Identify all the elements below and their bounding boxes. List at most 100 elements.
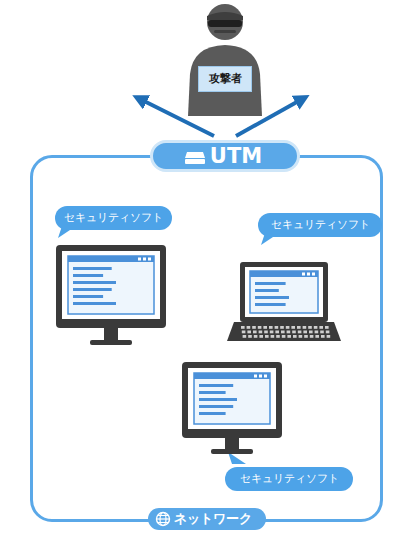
screen-detail xyxy=(194,373,270,379)
screen-detail xyxy=(247,331,251,334)
screen-detail xyxy=(241,326,245,329)
screen-detail xyxy=(287,335,291,338)
screen-detail xyxy=(282,335,286,338)
deflect-arrows xyxy=(138,98,304,136)
software-callout: セキュリティソフト xyxy=(55,206,172,230)
screen-detail xyxy=(148,258,151,261)
screen-detail xyxy=(286,326,290,329)
screen-detail xyxy=(263,326,267,329)
screen-detail xyxy=(310,335,314,338)
screen-detail xyxy=(314,326,318,329)
screen-detail xyxy=(73,302,116,305)
screen-detail xyxy=(255,289,279,292)
screen-detail xyxy=(247,326,251,329)
screen-detail xyxy=(275,326,279,329)
screen-detail xyxy=(73,267,112,270)
node-text: セキュリティソフト xyxy=(240,467,339,491)
screen-detail xyxy=(250,271,318,313)
screen-detail xyxy=(315,335,319,338)
node-text: セキュリティソフト xyxy=(64,206,163,230)
screen-detail xyxy=(248,335,252,338)
screen-detail xyxy=(292,331,296,334)
screen-detail xyxy=(199,405,233,408)
screen-detail xyxy=(259,335,263,338)
screen-detail xyxy=(199,398,237,401)
laptop-pc xyxy=(227,262,341,341)
screen-detail xyxy=(254,335,258,338)
screen-detail xyxy=(276,335,280,338)
screen-detail xyxy=(303,326,307,329)
screen-detail xyxy=(243,335,247,338)
screen-detail xyxy=(271,335,275,338)
node-text: セキュリティソフト xyxy=(271,213,370,237)
node-text: ネットワーク xyxy=(174,508,252,530)
screen-detail xyxy=(281,331,285,334)
screen-detail xyxy=(321,335,325,338)
node-text: 攻撃者 xyxy=(209,67,242,91)
screen-detail xyxy=(252,326,256,329)
software-callout: セキュリティソフト xyxy=(258,213,382,237)
screen-detail xyxy=(325,326,329,329)
screen-detail xyxy=(138,258,141,261)
screen-detail xyxy=(319,326,323,329)
attacker-figure xyxy=(188,4,262,116)
screen-detail xyxy=(242,331,246,334)
software-callout: セキュリティソフト xyxy=(225,467,353,491)
screen-detail xyxy=(320,331,324,334)
screen-detail xyxy=(253,331,257,334)
screen-detail xyxy=(73,295,103,298)
screen-detail xyxy=(255,282,286,285)
screen-detail xyxy=(280,326,284,329)
screen-detail xyxy=(250,271,318,277)
globe-icon xyxy=(155,511,171,527)
screen-detail xyxy=(302,273,305,276)
screen-detail xyxy=(291,326,295,329)
node-text: UTM xyxy=(210,143,262,169)
screen-detail xyxy=(293,335,297,338)
screen-detail xyxy=(255,296,289,299)
bubble-tails xyxy=(58,226,279,464)
screen-detail xyxy=(259,375,262,378)
screen-detail xyxy=(297,326,301,329)
screen-detail xyxy=(143,258,146,261)
screen-detail xyxy=(298,331,302,334)
screen-detail xyxy=(73,288,112,291)
screen-detail xyxy=(68,256,154,314)
screen-detail xyxy=(194,373,270,424)
screen-detail xyxy=(287,331,291,334)
screen-detail xyxy=(308,326,312,329)
screen-detail xyxy=(199,384,233,387)
screen-detail xyxy=(259,331,263,334)
screen-detail xyxy=(304,335,308,338)
screen-detail xyxy=(73,274,103,277)
screen-detail xyxy=(309,331,313,334)
screen-detail xyxy=(312,273,315,276)
screen-detail xyxy=(68,256,154,262)
screen-detail xyxy=(326,331,330,334)
desktop-pc xyxy=(182,362,282,454)
utm-band: UTM xyxy=(150,140,300,172)
screen-detail xyxy=(303,331,307,334)
screen-detail xyxy=(275,331,279,334)
screen-detail xyxy=(258,326,262,329)
screen-detail xyxy=(270,331,274,334)
screen-detail xyxy=(265,335,269,338)
network-label-pill: ネットワーク xyxy=(148,508,266,530)
screen-detail xyxy=(199,391,226,394)
screen-detail xyxy=(254,375,257,378)
appliance-icon xyxy=(184,150,206,166)
network-region: ネットワークセキュリティソフトセキュリティソフトセキュリティソフト xyxy=(30,155,383,522)
screen-detail xyxy=(264,375,267,378)
screen-detail xyxy=(255,303,286,306)
desktop-pc xyxy=(56,245,166,345)
attacker-label: 攻撃者 xyxy=(198,66,252,92)
screen-detail xyxy=(73,281,116,284)
screen-detail xyxy=(307,273,310,276)
screen-detail xyxy=(264,331,268,334)
screen-detail xyxy=(199,412,226,415)
screen-detail xyxy=(269,326,273,329)
screen-detail xyxy=(299,335,303,338)
screen-detail xyxy=(315,331,319,334)
screen-detail xyxy=(327,335,331,338)
